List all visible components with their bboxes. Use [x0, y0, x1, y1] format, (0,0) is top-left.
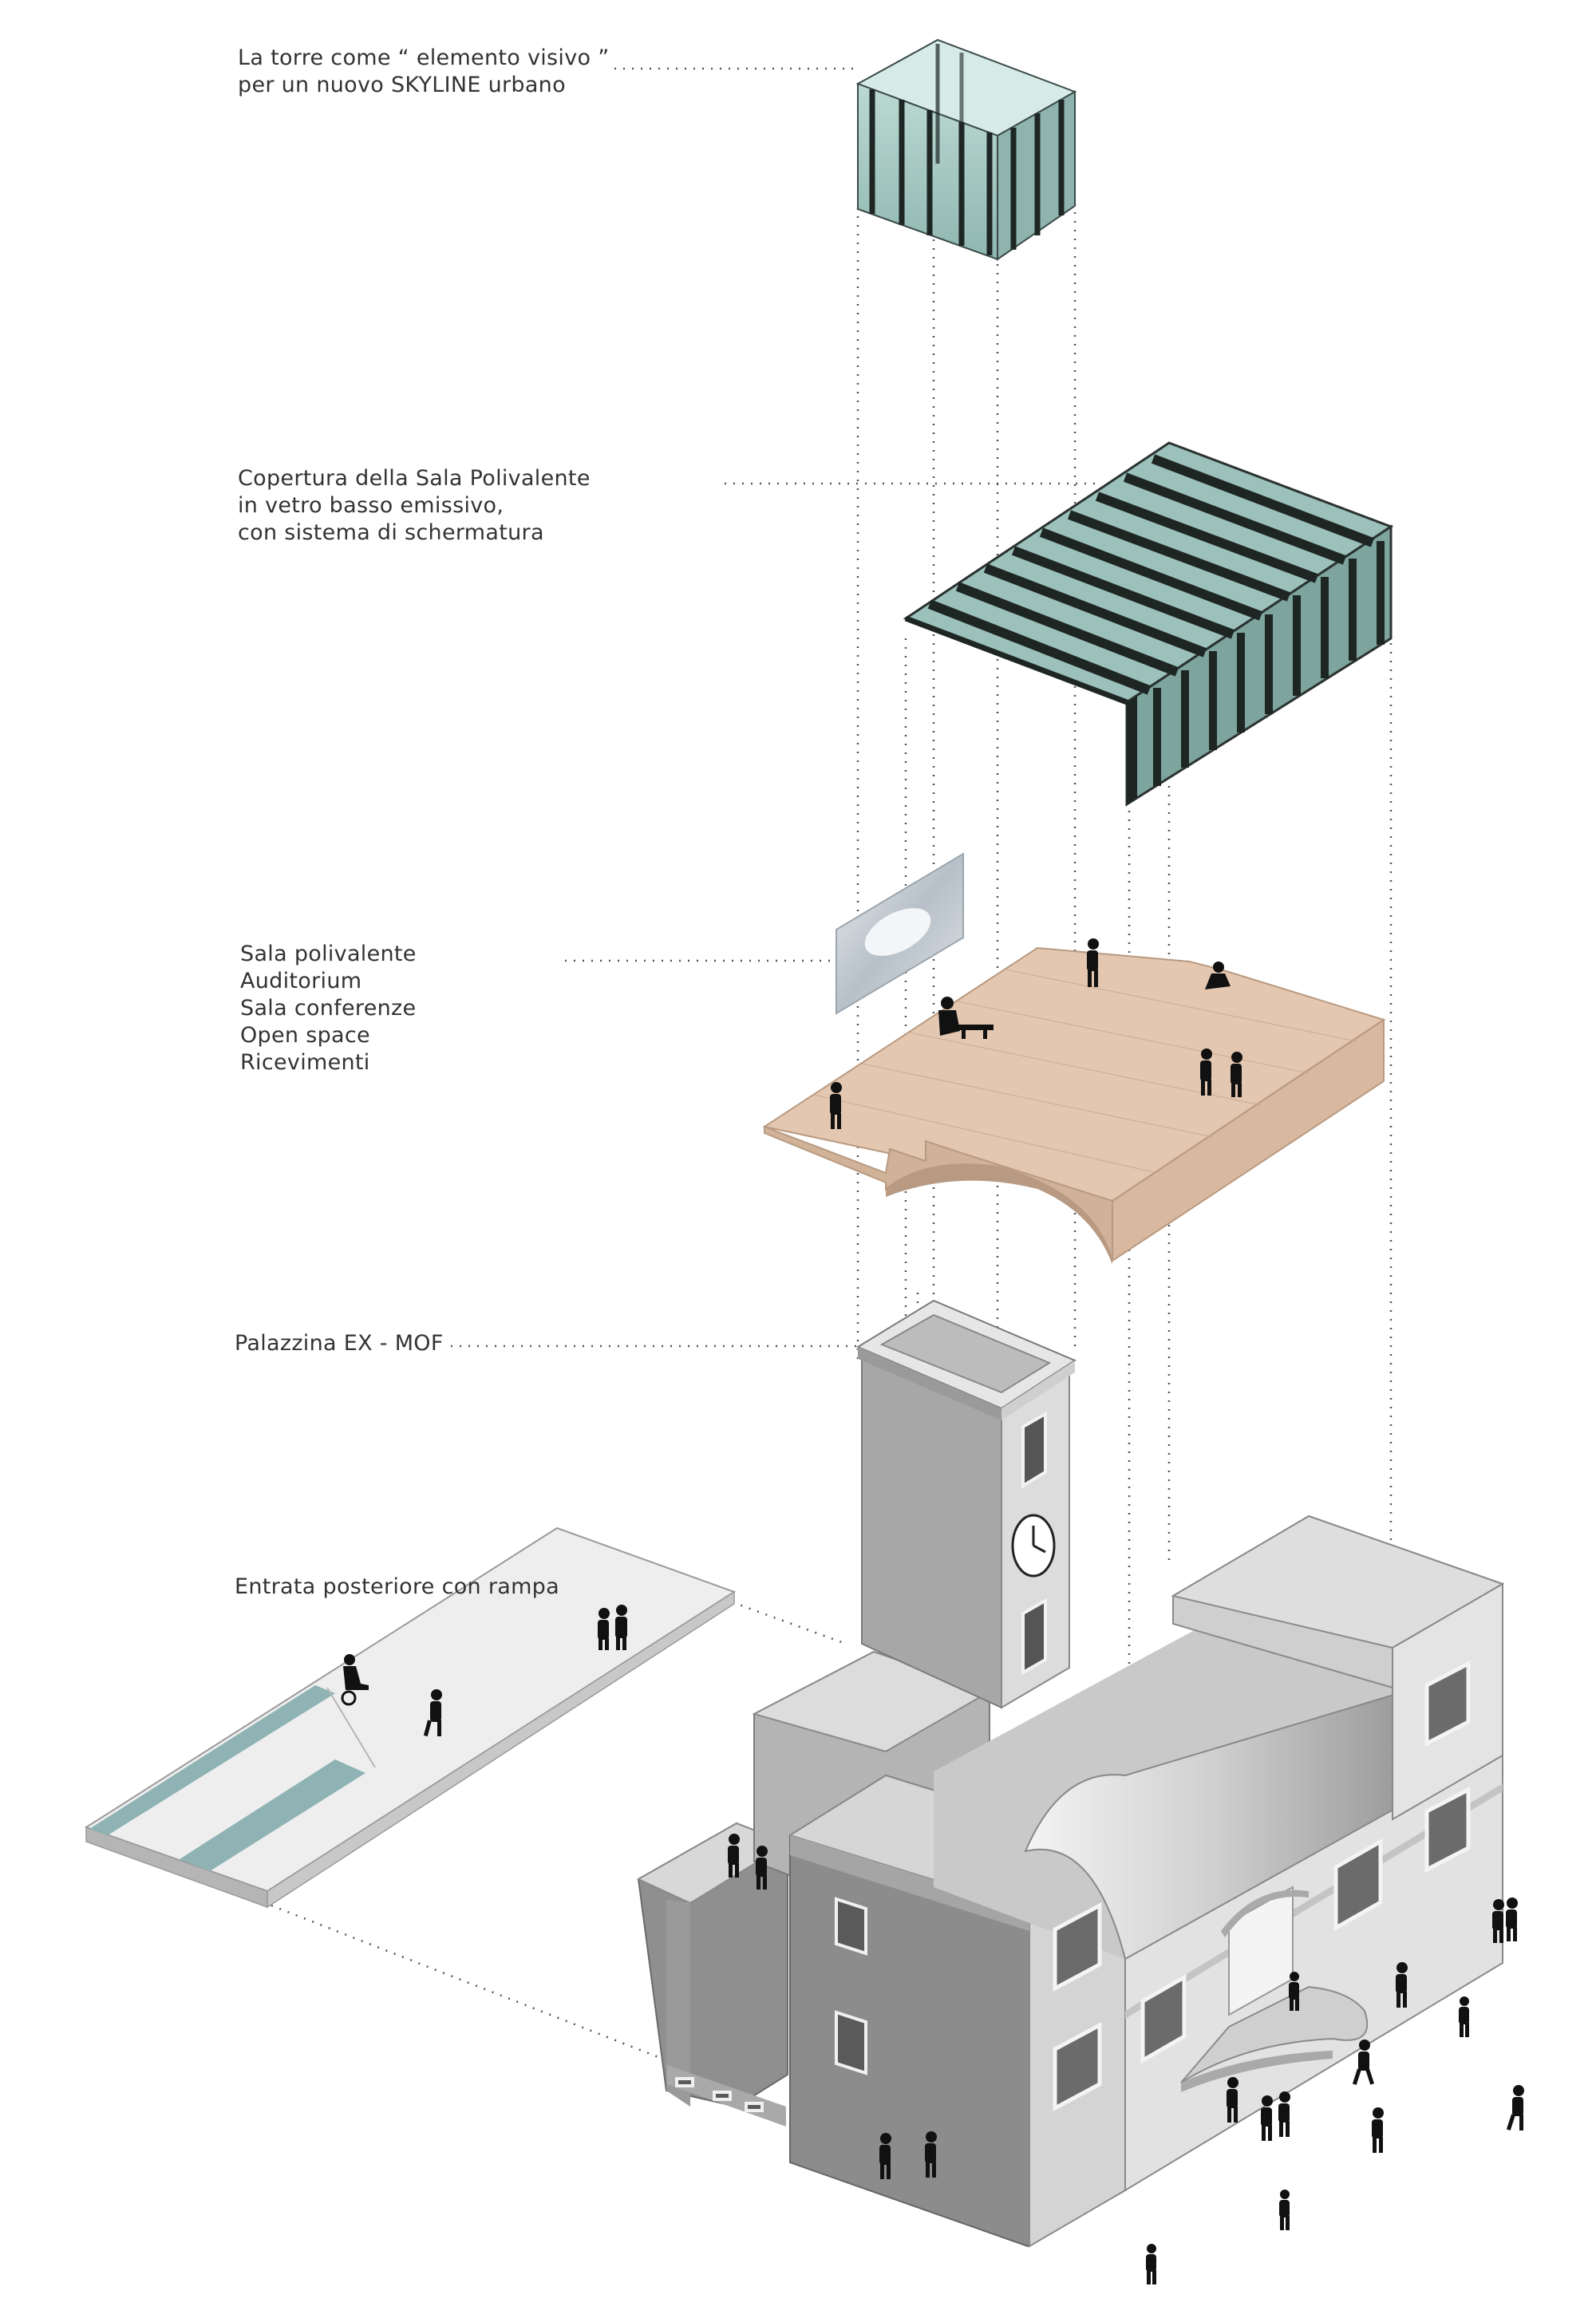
glass-tower-crown — [855, 38, 1077, 261]
person-silhouette-icon — [1459, 1996, 1469, 2037]
label-roof-line-3: con sistema di schermatura — [238, 520, 544, 545]
label-roof-line-1: Copertura della Sala Polivalente — [238, 466, 591, 491]
label-hall-line-1: Sala polivalente — [240, 942, 417, 966]
person-silhouette-icon — [1289, 1972, 1299, 2011]
ex-mof-building — [636, 1299, 1505, 2248]
person-silhouette-icon — [1231, 1052, 1242, 1097]
label-roof: Copertura della Sala Polivalente in vetr… — [238, 465, 591, 547]
main-entrance — [1180, 1886, 1369, 2092]
hall-people — [830, 938, 1242, 1129]
label-roof-line-2: in vetro basso emissivo, — [238, 493, 504, 518]
label-ramp: Entrata posteriore con rampa — [235, 1574, 559, 1601]
label-building-line-1: Palazzina EX - MOF — [235, 1331, 444, 1356]
person-on-bench-icon — [938, 997, 994, 1039]
label-hall-line-2: Auditorium — [240, 969, 362, 993]
street-people — [728, 1834, 1524, 2284]
ramp-people — [341, 1605, 627, 1737]
glass-roof — [903, 441, 1394, 807]
clock-icon — [1011, 1514, 1056, 1578]
person-silhouette-icon — [1146, 2244, 1156, 2284]
person-silhouette-icon — [423, 1689, 442, 1737]
person-silhouette-icon — [1227, 2077, 1238, 2123]
person-silhouette-icon — [1506, 2085, 1524, 2130]
person-silhouette-icon — [925, 2131, 937, 2178]
person-silhouette-icon — [1261, 2095, 1273, 2141]
person-silhouette-icon — [1396, 1962, 1408, 2008]
label-hall-line-5: Ricevimenti — [240, 1050, 370, 1075]
person-silhouette-icon — [756, 1846, 768, 1890]
person-silhouette-icon — [1278, 2091, 1290, 2137]
label-hall-line-3: Sala conferenze — [240, 996, 417, 1021]
label-tower-line-1: La torre come “ elemento visivo ” — [238, 45, 610, 70]
rear-ramp — [84, 1526, 737, 1909]
wheelchair-user-icon — [341, 1654, 369, 1706]
person-silhouette-icon — [1352, 2040, 1375, 2085]
label-tower-line-2: per un nuovo SKYLINE urbano — [238, 73, 566, 97]
couple-walking-icon — [598, 1605, 627, 1650]
label-ramp-line-1: Entrata posteriore con rampa — [235, 1574, 559, 1599]
person-silhouette-icon — [1200, 1048, 1212, 1096]
label-tower: La torre come “ elemento visivo ” per un… — [238, 45, 610, 99]
wooden-hall-platform — [762, 946, 1386, 1265]
person-silhouette-icon — [1279, 2190, 1290, 2230]
person-silhouette-icon — [1492, 1899, 1504, 1943]
projection-screen — [836, 852, 964, 1015]
label-hall-line-4: Open space — [240, 1023, 370, 1048]
person-silhouette-icon — [1087, 938, 1099, 987]
person-silhouette-icon — [1506, 1897, 1518, 1941]
person-silhouette-icon — [728, 1834, 740, 1878]
person-sitting-icon — [1205, 962, 1231, 989]
person-silhouette-icon — [1372, 2107, 1384, 2153]
label-hall-functions: Sala polivalente Auditorium Sala confere… — [240, 941, 417, 1076]
person-silhouette-icon — [879, 2133, 891, 2179]
leader-lines — [271, 67, 1101, 2060]
person-silhouette-icon — [830, 1082, 842, 1129]
label-building: Palazzina EX - MOF — [235, 1330, 444, 1357]
